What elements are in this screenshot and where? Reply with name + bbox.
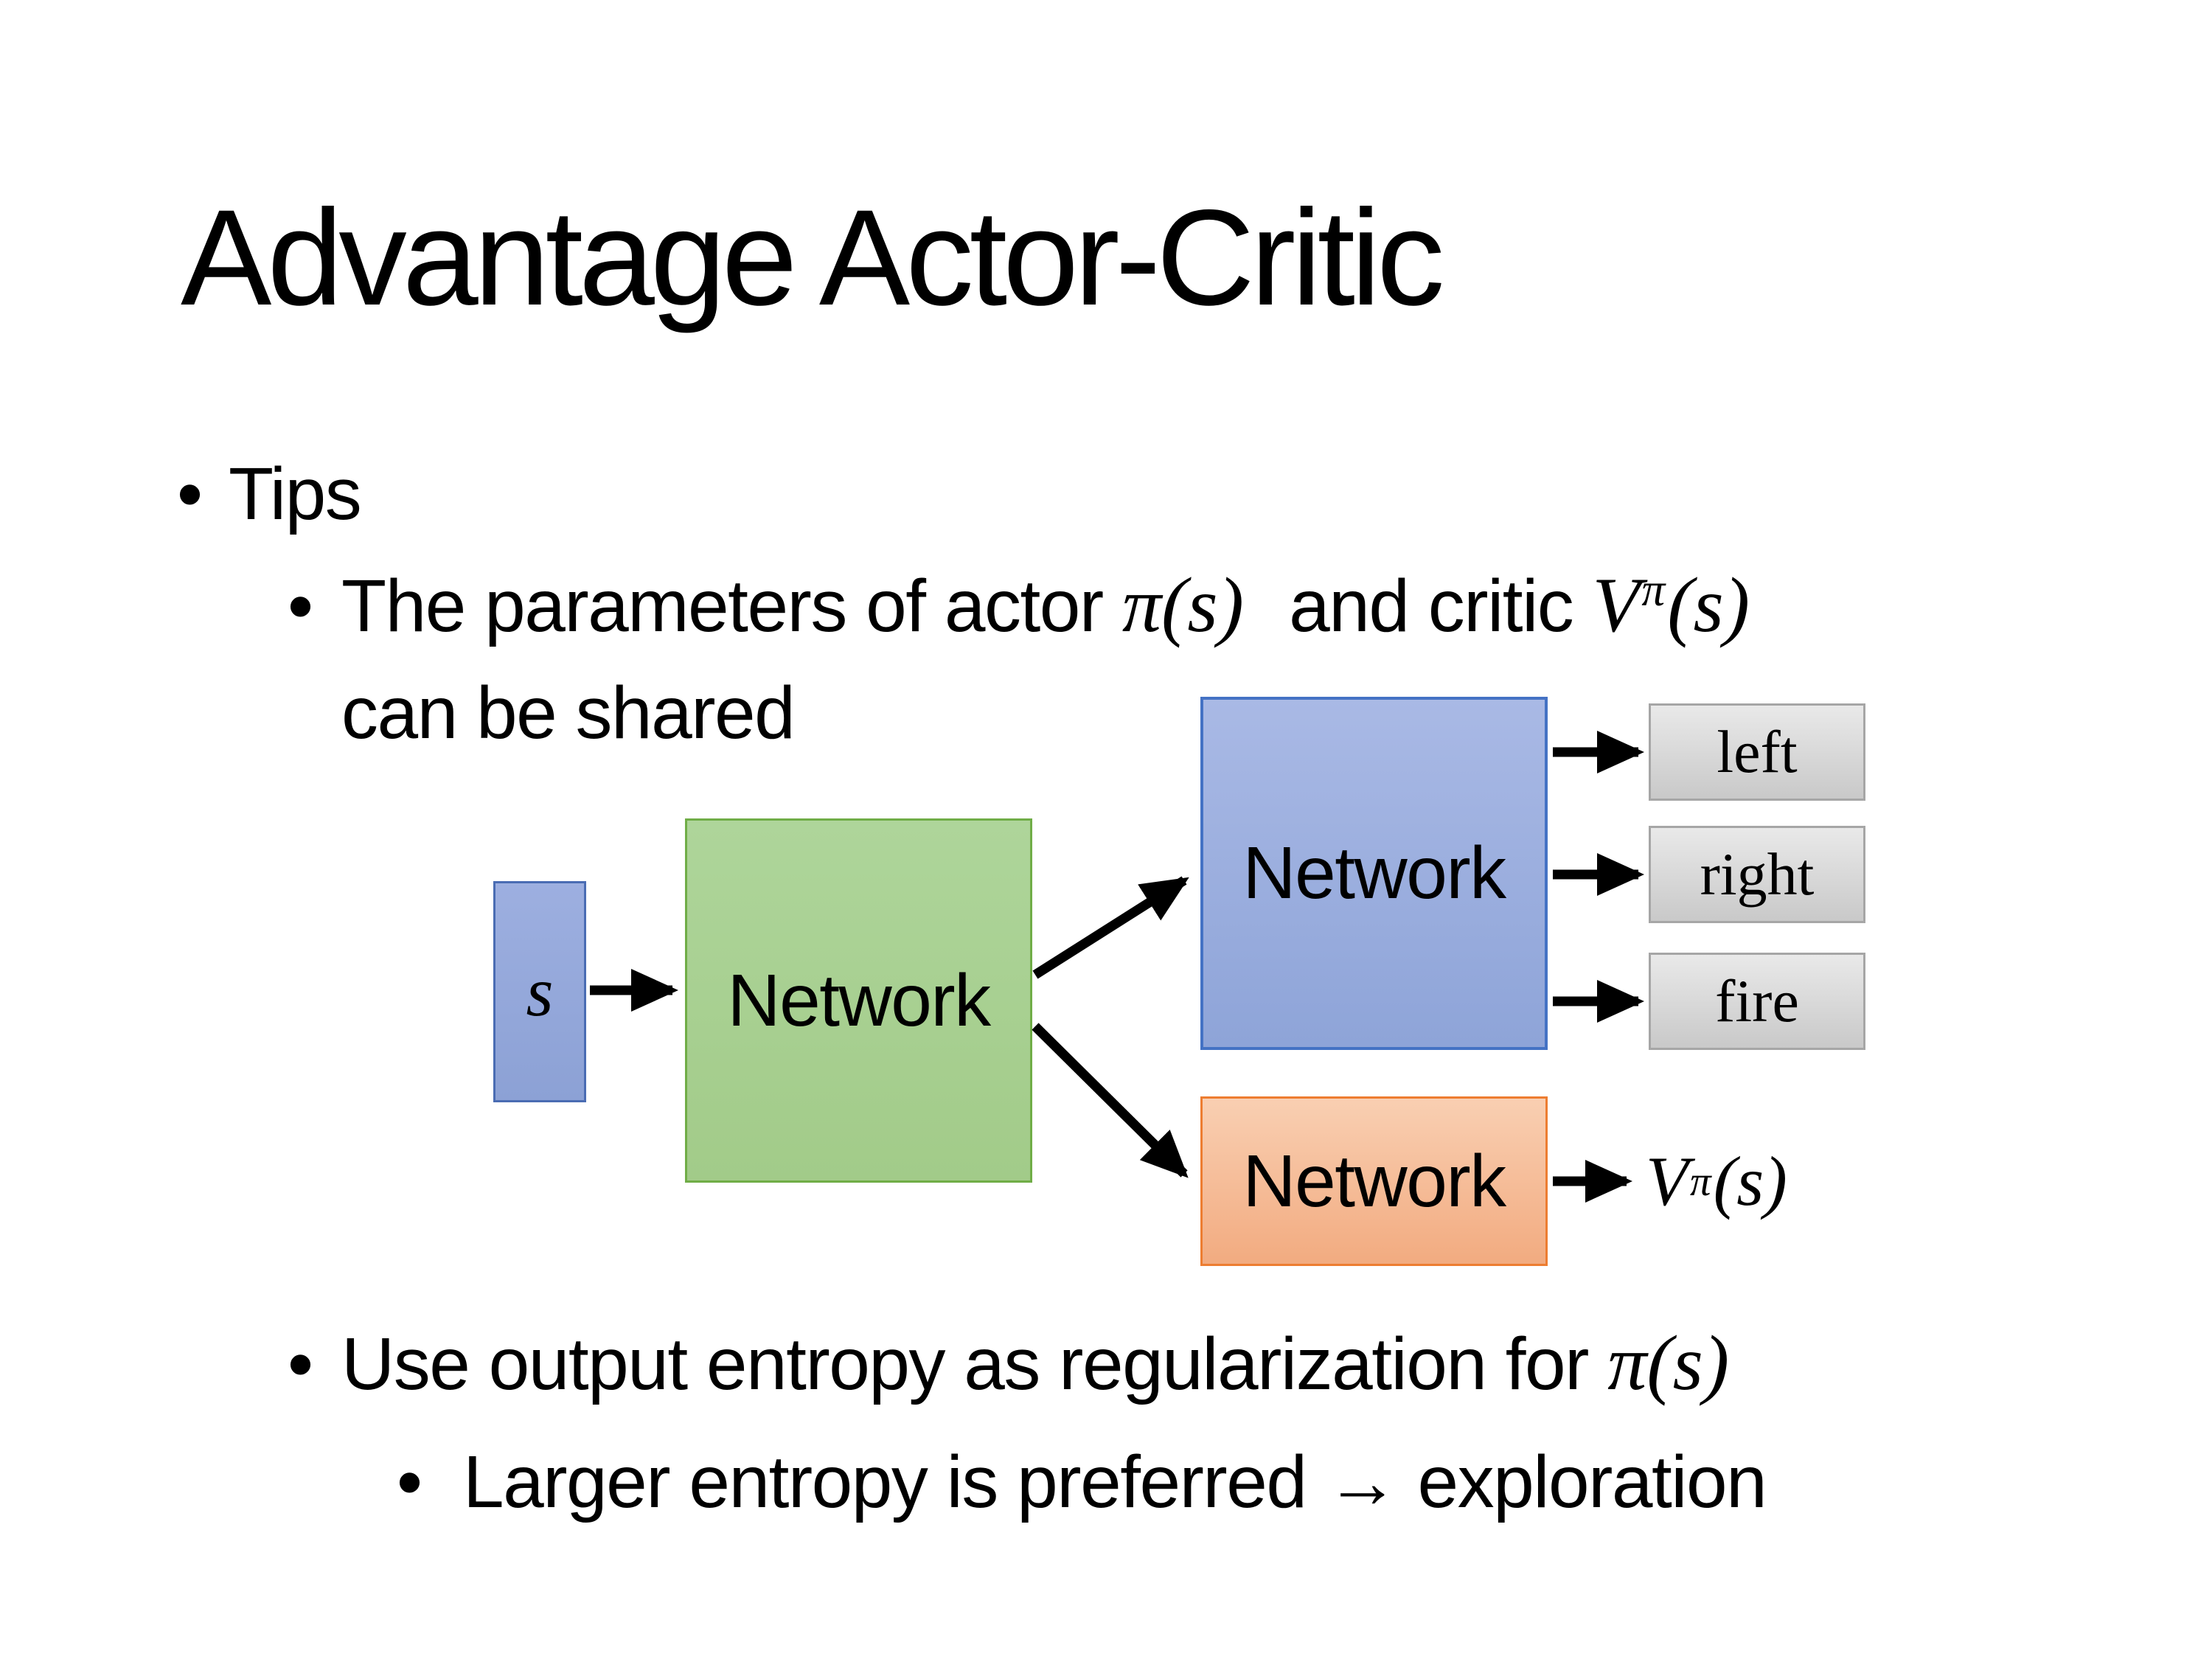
shared-network-box: Network [685,818,1032,1183]
bullet-entropy: • Use output entropy as regularization fo… [288,1316,1729,1410]
arrow-shared-to-critic [1032,1023,1189,1178]
parameters-continuation: can be shared [341,669,796,757]
action-box-right: right [1649,826,1865,923]
entropy-text: Use output entropy as regularization for [341,1323,1608,1405]
action-label-fire: fire [1715,967,1799,1034]
action-box-fire: fire [1649,953,1865,1050]
parameters-text-cont: can be shared [341,672,796,754]
critic-output-args: (s) [1713,1142,1787,1220]
critic-value-sup: π [1641,563,1666,616]
critic-value-args: (s) [1667,562,1750,648]
state-input-box: s [493,881,586,1102]
parameters-text-mid: and critic [1269,565,1593,647]
bullet-dot: • [177,453,204,535]
action-label-right: right [1700,841,1815,908]
critic-value-base: V [1592,562,1641,648]
bullet-parameters: • The parameters of actor π(s) and critic… [288,558,1750,652]
actor-network-label: Network [1242,832,1506,914]
bullet-exploration: • Larger entropy is preferred → explorati… [397,1438,1767,1526]
shared-network-label: Network [727,959,991,1042]
bullet-dot: • [288,565,314,647]
parameters-text-pre: The parameters of actor [341,565,1122,647]
state-label: s [526,953,554,1031]
entropy-policy-math: π(s) [1607,1320,1730,1406]
bullet-dot: • [397,1441,423,1523]
action-label-left: left [1717,718,1798,785]
actor-policy-math: π(s) [1121,562,1244,648]
actor-network-box: Network [1200,697,1548,1050]
arrow-shared-to-actor [1032,876,1189,979]
critic-network-box: Network [1200,1096,1548,1266]
exploration-text: Larger entropy is preferred → exploratio… [463,1441,1767,1523]
critic-output-sup: π [1690,1158,1711,1205]
bullet-dot: • [288,1323,314,1405]
critic-output-base: V [1646,1142,1689,1220]
critic-value-math: Vπ(s) [1593,562,1750,648]
bullet-tips: • Tips [177,450,362,538]
critic-network-label: Network [1242,1139,1506,1222]
slide-title: Advantage Actor-Critic [181,182,1445,334]
tips-text: Tips [229,453,362,535]
action-box-left: left [1649,703,1865,801]
